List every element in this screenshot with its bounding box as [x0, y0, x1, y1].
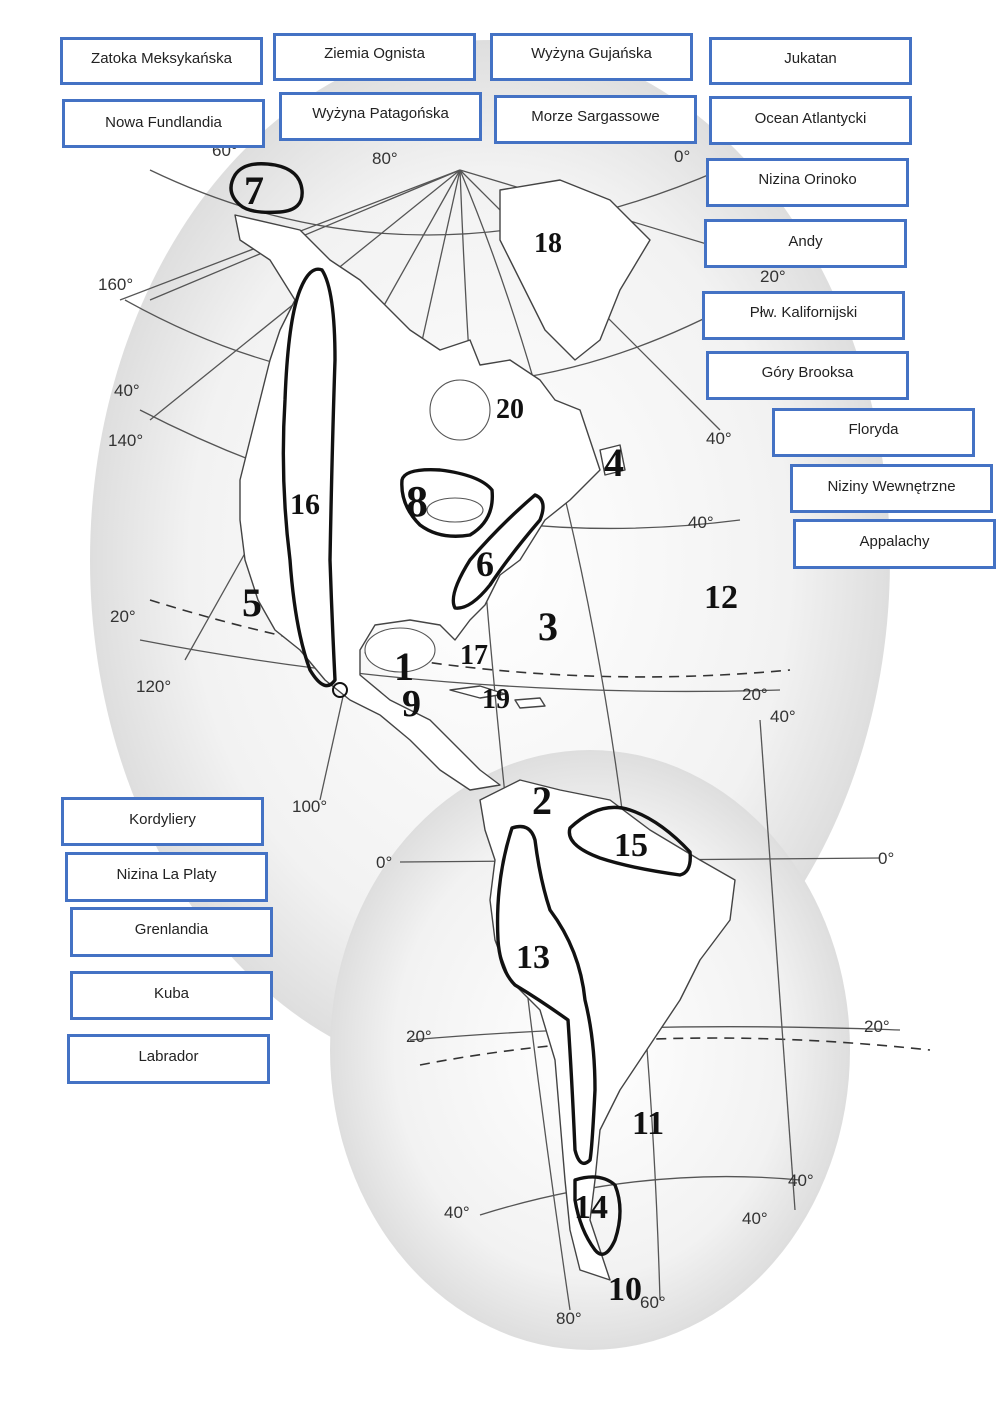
label-wyzyna-gujanska[interactable]: Wyżyna Gujańska: [490, 33, 693, 81]
deg-40-right-upper: 40°: [706, 429, 732, 448]
label-zatoka-meksykanska[interactable]: Zatoka Meksykańska: [60, 37, 263, 85]
map-number-14: 14: [574, 1189, 608, 1226]
label-ziemia-ognista[interactable]: Ziemia Ognista: [273, 33, 476, 81]
coastlines: [234, 179, 736, 1281]
deg-40-south-left: 40°: [444, 1203, 470, 1222]
map-number-11: 11: [632, 1105, 664, 1142]
degree-labels: 80° 0° 60° 160° 40° 140° 40° 20° 40° 20°…: [98, 141, 894, 1328]
map-numbers: 1 2 3 4 5 6 7 8 9 10 11 12 13 14 15 16 1…: [242, 168, 738, 1308]
deg-160: 160°: [98, 275, 133, 294]
deg-40-south-right: 40°: [788, 1171, 814, 1190]
zone-8-outline: [400, 468, 495, 538]
hispaniola-outline: [514, 697, 546, 709]
cuba-outline: [449, 685, 506, 699]
zone-small-circle: [332, 682, 348, 698]
zone-16-outline: [281, 267, 337, 688]
label-ocean-atlantycki[interactable]: Ocean Atlantycki: [709, 96, 912, 145]
label-morze-sargassowe[interactable]: Morze Sargassowe: [494, 95, 697, 144]
map-number-5: 5: [242, 580, 262, 625]
great-lakes: [426, 497, 484, 523]
zone-6-outline: [451, 493, 545, 610]
deg-20-south-left: 20°: [406, 1027, 432, 1046]
north-america-outline: [234, 214, 601, 791]
map-number-9: 9: [402, 683, 421, 725]
zone-15-outline: [567, 805, 692, 877]
hudson-bay: [429, 379, 491, 441]
map-number-12: 12: [704, 579, 738, 616]
deg-80-top: 80°: [372, 149, 398, 168]
label-grenlandia[interactable]: Grenlandia: [70, 907, 273, 957]
label-labrador[interactable]: Labrador: [67, 1034, 270, 1084]
map-number-19: 19: [482, 684, 510, 715]
deg-0-top: 0°: [674, 147, 690, 166]
marked-zones: [229, 162, 692, 1256]
label-gory-brooksa[interactable]: Góry Brooksa: [706, 351, 909, 400]
label-floryda[interactable]: Floryda: [772, 408, 975, 457]
map-number-20: 20: [496, 394, 524, 425]
label-wyzyna-patagonska[interactable]: Wyżyna Patagońska: [279, 92, 482, 141]
zone-14-outline: [573, 1175, 622, 1256]
map-number-1: 1: [394, 644, 414, 689]
label-plw-kalifornijski[interactable]: Płw. Kalifornijski: [702, 291, 905, 340]
map-number-17: 17: [460, 640, 488, 671]
label-kordyliery[interactable]: Kordyliery: [61, 797, 264, 846]
map-number-10: 10: [608, 1271, 642, 1308]
map-number-6: 6: [476, 544, 494, 584]
map-number-7: 7: [244, 168, 264, 213]
deg-40-right-lower: 40°: [770, 707, 796, 726]
deg-120: 120°: [136, 677, 171, 696]
deg-20-right-upper: 20°: [760, 267, 786, 286]
label-nowa-fundlandia[interactable]: Nowa Fundlandia: [62, 99, 265, 148]
deg-40-left: 40°: [114, 381, 140, 400]
map-number-3: 3: [538, 604, 558, 649]
deg-20-south-right: 20°: [864, 1017, 890, 1036]
deg-60-bottom: 60°: [640, 1293, 666, 1312]
label-niziny-wewnetrzne[interactable]: Niziny Wewnętrzne: [790, 464, 993, 513]
map-number-2: 2: [532, 778, 552, 823]
map-number-8: 8: [406, 477, 428, 526]
map-number-18: 18: [534, 228, 562, 259]
deg-0-equator-left: 0°: [376, 853, 392, 872]
label-nizina-la-platy[interactable]: Nizina La Platy: [65, 852, 268, 902]
deg-80-bottom: 80°: [556, 1309, 582, 1328]
deg-100: 100°: [292, 797, 327, 816]
deg-20-right-mid: 20°: [742, 685, 768, 704]
zone-7-outline: [229, 162, 304, 215]
label-kuba[interactable]: Kuba: [70, 971, 273, 1020]
greenland-outline: [499, 179, 651, 361]
deg-40-south-right2: 40°: [742, 1209, 768, 1228]
zone-13-outline: [495, 824, 597, 1165]
label-appalachy[interactable]: Appalachy: [793, 519, 996, 569]
newfoundland-outline: [599, 444, 626, 476]
label-nizina-orinoko[interactable]: Nizina Orinoko: [706, 158, 909, 207]
deg-40-right-mid: 40°: [688, 513, 714, 532]
deg-20-left: 20°: [110, 607, 136, 626]
deg-140: 140°: [108, 431, 143, 450]
label-jukatan[interactable]: Jukatan: [709, 37, 912, 85]
map-number-15: 15: [614, 827, 648, 864]
map-number-4: 4: [604, 440, 624, 485]
deg-0-equator-right: 0°: [878, 849, 894, 868]
label-andy[interactable]: Andy: [704, 219, 907, 268]
gulf-water: [364, 627, 436, 673]
map-number-16: 16: [290, 488, 320, 521]
map-number-13: 13: [516, 939, 550, 976]
